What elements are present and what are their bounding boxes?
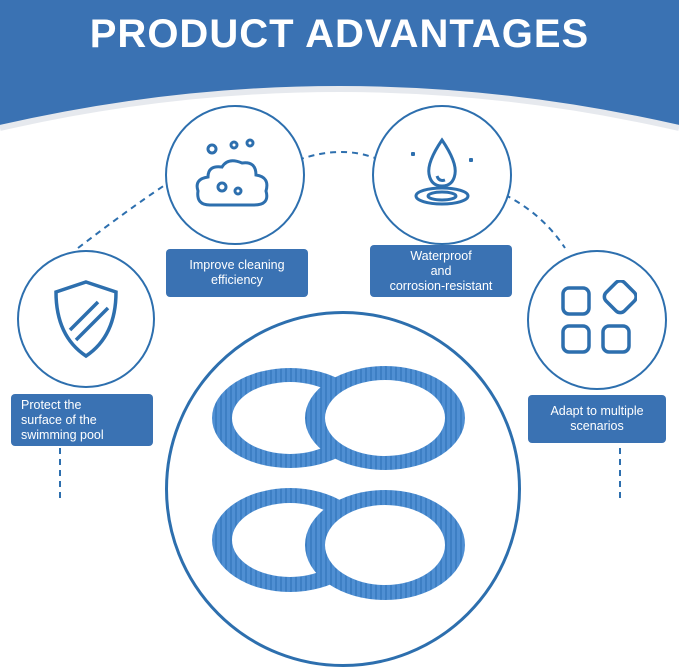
header-banner: PRODUCT ADVANTAGES xyxy=(0,0,679,140)
water-drop-icon xyxy=(411,137,473,206)
page-title: PRODUCT ADVANTAGES xyxy=(89,12,590,56)
feature-label-protect: Protect the surface of the swimming pool xyxy=(11,394,153,446)
feature-label-waterproof: Waterproof and corrosion-resistant xyxy=(370,245,512,297)
shield-icon xyxy=(54,280,118,359)
wheel-bottom-right xyxy=(305,490,465,600)
feature-label-cleaning: Improve cleaning efficiency xyxy=(166,249,308,297)
product-image-circle xyxy=(165,311,521,667)
feature-label-adapt: Adapt to multiple scenarios xyxy=(528,395,666,443)
cleaning-icon-circle xyxy=(165,105,305,245)
wheel-top-right xyxy=(305,366,465,470)
soap-bubbles-icon xyxy=(195,138,269,207)
header-background xyxy=(0,0,679,131)
shield-icon-circle xyxy=(17,250,155,388)
app-grid-icon xyxy=(561,280,637,354)
waterproof-icon-circle xyxy=(372,105,512,245)
grid-icon-circle xyxy=(527,250,667,390)
